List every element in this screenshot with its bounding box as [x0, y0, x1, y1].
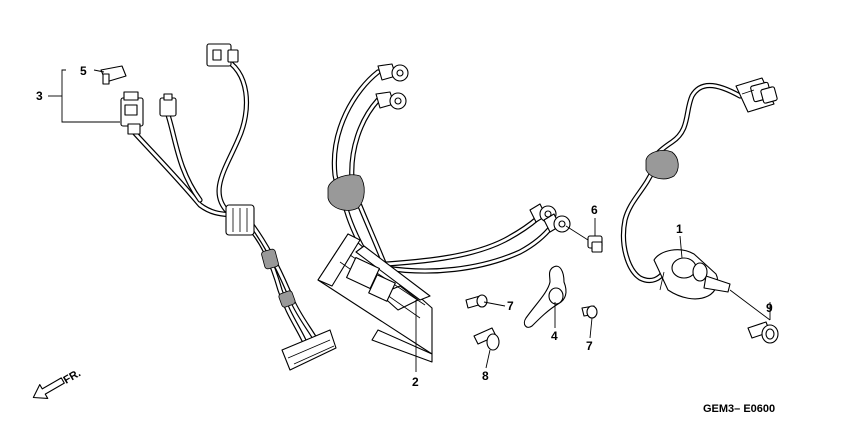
callout-6: 6 — [591, 203, 598, 217]
harness-small-coupler — [159, 93, 177, 117]
right-sensor-harness — [620, 77, 778, 300]
bolt-7-left — [465, 294, 488, 309]
cable-grommet — [327, 174, 365, 211]
callout-labels: 3 5 2 4 6 7 7 8 1 9 — [36, 64, 773, 389]
leader-lines — [48, 69, 771, 372]
diagram-code: GEM3– E0600 — [703, 403, 775, 415]
bolt-8 — [473, 327, 500, 351]
harness-top-coupler — [206, 43, 239, 67]
ring-terminal-top — [377, 63, 409, 82]
front-label: FR. — [62, 367, 83, 386]
relay-block — [346, 256, 396, 302]
front-direction-marker: FR. — [32, 367, 83, 399]
harness-junction-clamp — [225, 204, 255, 236]
bolt-7-right — [581, 305, 598, 319]
nut-6 — [587, 235, 603, 253]
callout-8: 8 — [482, 369, 489, 383]
callout-3: 3 — [36, 89, 43, 103]
fuse-5 — [100, 65, 127, 85]
sensor-connector — [735, 77, 778, 113]
sensor-grommet — [645, 150, 679, 180]
callout-7-right: 7 — [586, 339, 593, 353]
screw-9 — [747, 321, 779, 344]
callout-1: 1 — [676, 222, 683, 236]
ring-terminal-right-a — [529, 203, 557, 223]
harness-bottom-connector — [281, 329, 337, 371]
callout-4: 4 — [551, 329, 558, 343]
callout-2: 2 — [412, 375, 419, 389]
center-cable-assembly — [317, 63, 571, 363]
battery-holder-bracket — [317, 233, 433, 363]
ring-terminal-right-b — [543, 213, 571, 233]
fuse-holder — [120, 91, 144, 135]
ring-terminal-middle — [375, 91, 407, 110]
terminal-cover-4 — [523, 265, 567, 328]
callout-7-left: 7 — [507, 299, 514, 313]
left-wire-harness — [100, 43, 337, 371]
sensor-unit-1 — [653, 249, 731, 300]
callout-9: 9 — [766, 301, 773, 315]
callout-5: 5 — [80, 64, 87, 78]
front-arrow-icon — [32, 377, 65, 399]
